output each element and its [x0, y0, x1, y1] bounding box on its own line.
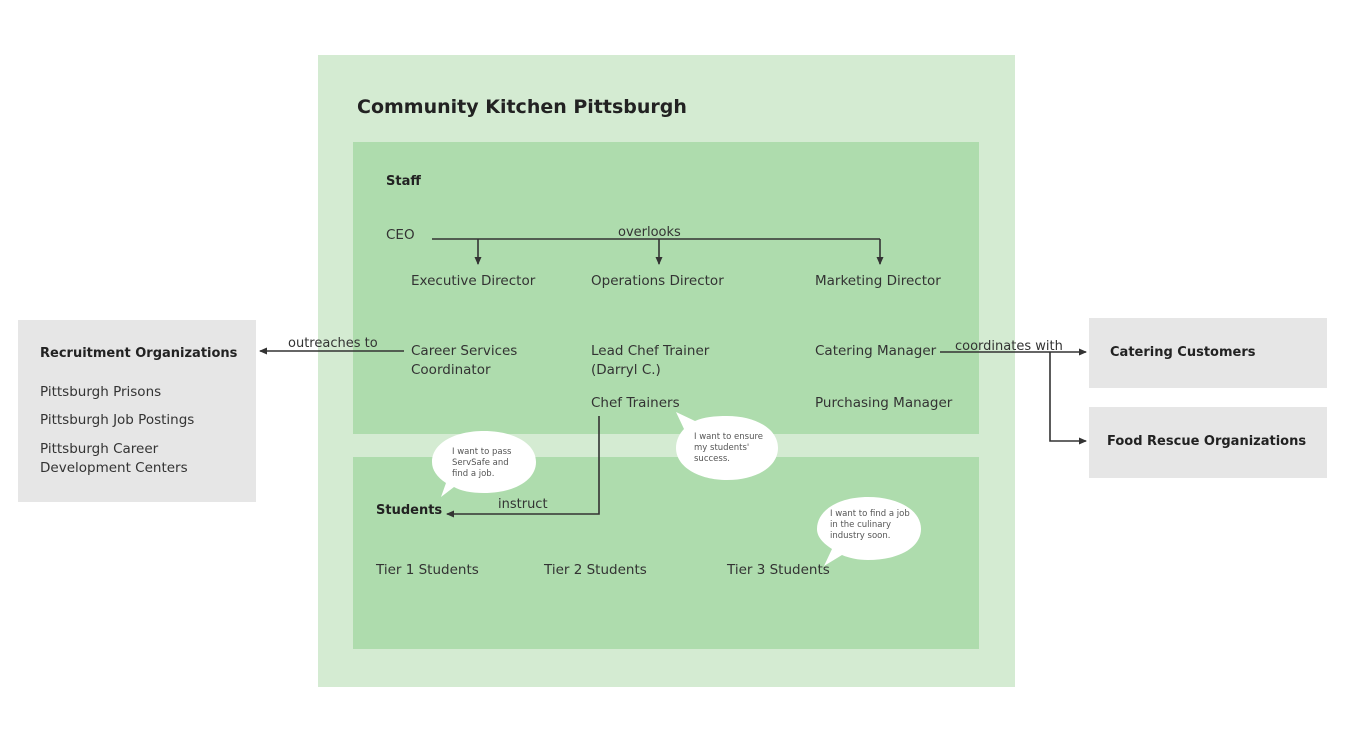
recruitment-item-career-centers: Pittsburgh Career Development Centers [40, 441, 188, 476]
edge-label-overlooks: overlooks [618, 225, 681, 240]
career-services-coordinator-label: Career Services Coordinator [411, 342, 517, 380]
chef-trainers-label: Chef Trainers [591, 395, 680, 411]
tier1-students-label: Tier 1 Students [376, 562, 479, 578]
bubble-text-chef: I want to ensure my students' success. [694, 432, 763, 464]
food-rescue-box [1089, 407, 1327, 478]
recruitment-organizations-box [18, 320, 256, 502]
bubble-text-tier1: I want to pass ServSafe and find a job. [452, 447, 512, 479]
organization-title: Community Kitchen Pittsburgh [357, 96, 687, 118]
staff-section [353, 142, 979, 434]
recruitment-heading: Recruitment Organizations [40, 346, 238, 361]
purchasing-manager-label: Purchasing Manager [815, 395, 953, 411]
marketing-director-label: Marketing Director [815, 273, 941, 289]
lead-chef-line1: Lead Chef Trainer [591, 343, 710, 359]
lead-chef-trainer-label: Lead Chef Trainer (Darryl C.) [591, 342, 709, 380]
catering-manager-label: Catering Manager [815, 343, 937, 359]
executive-director-label: Executive Director [411, 273, 536, 289]
edge-label-instruct: instruct [498, 497, 548, 512]
staff-heading: Staff [386, 174, 421, 189]
students-section [353, 457, 979, 649]
lead-chef-line2: (Darryl C.) [591, 362, 661, 378]
tier2-students-label: Tier 2 Students [544, 562, 647, 578]
operations-director-label: Operations Director [591, 273, 724, 289]
catering-customers-box [1089, 318, 1327, 388]
tier3-students-label: Tier 3 Students [727, 562, 830, 578]
catering-customers-label: Catering Customers [1110, 345, 1256, 360]
edge-label-coordinates-with: coordinates with [955, 339, 1063, 354]
recruitment-item-job-postings: Pittsburgh Job Postings [40, 412, 195, 428]
career-services-line1: Career Services [411, 343, 518, 359]
recruitment-item-prisons: Pittsburgh Prisons [40, 384, 162, 400]
arrow-to-food-rescue [1049, 352, 1087, 445]
edge-label-outreaches-to: outreaches to [288, 336, 378, 351]
students-heading: Students [376, 503, 443, 518]
ceo-label: CEO [386, 227, 415, 243]
food-rescue-label: Food Rescue Organizations [1107, 434, 1307, 449]
career-services-line2: Coordinator [411, 362, 491, 378]
bubble-text-tier3: I want to find a job in the culinary ind… [830, 509, 910, 541]
